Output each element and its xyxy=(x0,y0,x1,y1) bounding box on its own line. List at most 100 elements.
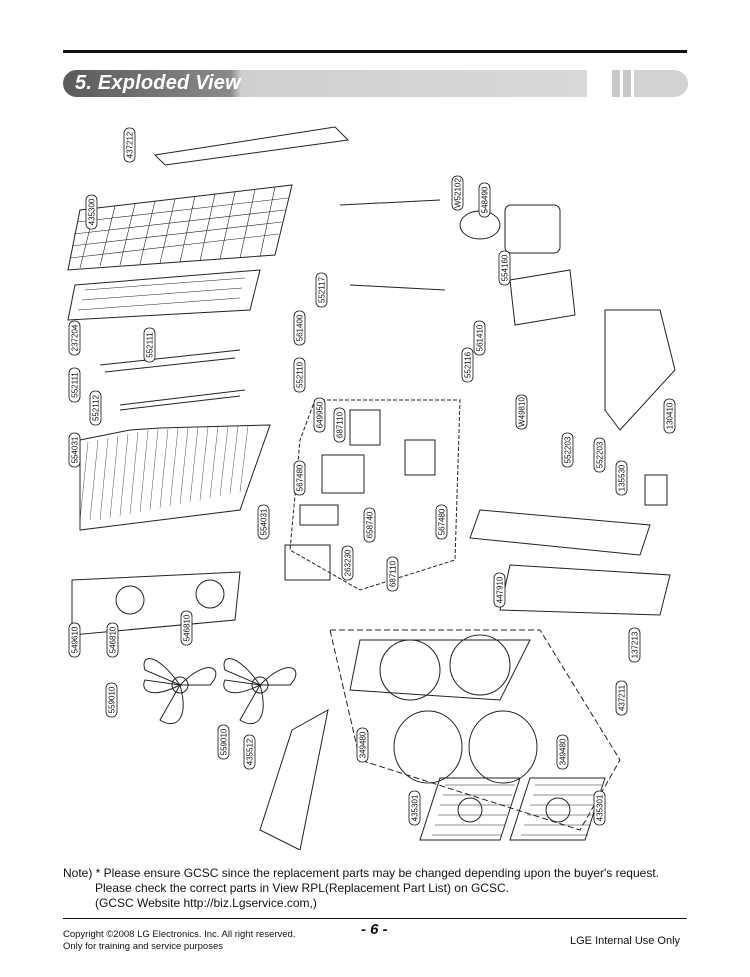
pcb-main xyxy=(349,409,381,446)
part-number: 552116 xyxy=(464,351,473,378)
top-cover xyxy=(153,126,350,166)
heat-exchanger-coil xyxy=(79,424,271,531)
part-number: 437211 xyxy=(618,684,627,711)
part-number: 559010 xyxy=(108,686,117,713)
part-label-263230: 263230 xyxy=(341,545,354,581)
internal-use-text: LGE Internal Use Only xyxy=(570,935,681,947)
part-label-135530: 135530 xyxy=(615,460,628,496)
part-label-649950: 649950 xyxy=(313,397,326,433)
part-number: 554031 xyxy=(260,508,269,535)
part-number: 687110 xyxy=(336,411,345,438)
part-label-687110: 687110 xyxy=(386,556,399,592)
bell-mouth-right xyxy=(468,710,538,784)
part-number: 552112 xyxy=(92,394,101,421)
part-number: 548490 xyxy=(481,186,490,213)
exploded-view-diagram: 437212 435300 237204 552111 552111 552112 5540… xyxy=(67,126,676,850)
part-number: 552117 xyxy=(318,276,327,303)
part-label-435301: 435301 xyxy=(593,790,606,826)
part-number: 552111 xyxy=(71,372,80,398)
part-labels: 437212 435300 237204 552111 552111 552112 5540… xyxy=(68,127,676,826)
part-label-549610: 549610 xyxy=(68,622,81,658)
part-label-561410: 561410 xyxy=(473,320,486,356)
page-number: - 6 - xyxy=(361,921,388,938)
part-label-554031: 554031 xyxy=(68,432,81,468)
front-cabinet xyxy=(499,564,671,616)
part-number: 552203 xyxy=(596,441,605,468)
part-label-559010: 559010 xyxy=(105,682,118,718)
part-number: 135530 xyxy=(618,464,627,491)
part-number: 435300 xyxy=(88,198,97,225)
part-label-552117: 552117 xyxy=(315,272,328,308)
part-label-552203: 552203 xyxy=(593,437,606,473)
part-number: 263230 xyxy=(344,549,353,576)
rear-guard-grille xyxy=(67,184,293,271)
part-number: 561400 xyxy=(296,314,305,341)
bell-mouth-left xyxy=(393,710,463,784)
part-number: 567480 xyxy=(296,464,305,491)
section-title-bar: 5. Exploded View xyxy=(63,70,587,97)
part-label-237204: 237204 xyxy=(68,320,81,356)
part-number: 349480 xyxy=(559,738,568,765)
title-tab-decoration xyxy=(612,70,688,97)
part-number: W49810 xyxy=(518,397,527,427)
side-panel-right xyxy=(604,309,676,431)
note-line-3: (GCSC Website http://biz.Lgservice.com,) xyxy=(95,896,317,910)
part-label-552111: 552111 xyxy=(143,327,156,363)
compressor xyxy=(509,269,576,326)
refrigerant-pipe xyxy=(339,199,446,291)
part-number: 554031 xyxy=(71,436,80,463)
part-label-552111: 552111 xyxy=(68,367,81,403)
part-number: 554160 xyxy=(501,254,510,281)
part-number: 649950 xyxy=(316,401,325,428)
part-number: 552203 xyxy=(564,436,573,463)
part-label-435301: 435301 xyxy=(408,790,421,826)
fan-right xyxy=(223,658,297,725)
part-label-559010: 559010 xyxy=(217,724,230,760)
part-label-554031: 554031 xyxy=(257,504,270,540)
front-panel xyxy=(349,639,531,701)
note-line-1: Note) * Please ensure GCSC since the rep… xyxy=(63,866,659,880)
part-number: 435301 xyxy=(411,794,420,821)
part-number: 130410 xyxy=(666,402,675,429)
part-label-546810: 546810 xyxy=(106,622,119,658)
part-label-552110: 552110 xyxy=(293,357,306,393)
part-label-447910: 447910 xyxy=(493,572,506,608)
base-pan xyxy=(469,509,651,556)
pcb-sub xyxy=(404,439,436,476)
front-panel-outline xyxy=(329,629,621,831)
part-number: 546810 xyxy=(183,614,192,641)
header-rule xyxy=(63,50,687,53)
part-label-437211: 437211 xyxy=(615,680,628,716)
part-label-567480: 567480 xyxy=(293,460,306,496)
part-label-554160: 554160 xyxy=(498,250,511,286)
fan-left xyxy=(143,658,217,725)
capacitor-cover xyxy=(504,204,561,254)
part-label-567480: 567480 xyxy=(435,504,448,540)
part-label-130410: 130410 xyxy=(663,398,676,434)
inverter-board xyxy=(299,504,339,526)
part-label-546810: 546810 xyxy=(180,610,193,646)
part-number: 349480 xyxy=(359,731,368,758)
part-number: 687110 xyxy=(389,560,398,587)
part-number: 549610 xyxy=(71,626,80,653)
part-label-552116: 552116 xyxy=(461,347,474,383)
part-number: 552110 xyxy=(296,361,305,388)
part-number: 447910 xyxy=(496,576,505,603)
part-label-658740: 658740 xyxy=(363,507,376,543)
service-cover xyxy=(644,474,668,506)
part-label-437212: 437212 xyxy=(123,127,136,163)
part-label-349480: 349480 xyxy=(556,734,569,770)
note-line-2: Please check the correct parts in View R… xyxy=(95,881,509,895)
inlet-pipe xyxy=(119,389,246,411)
part-number: 435301 xyxy=(596,794,605,821)
part-number: 567480 xyxy=(438,508,447,535)
section-title: 5. Exploded View xyxy=(75,72,241,94)
part-label-687110: 687110 xyxy=(333,407,346,443)
part-number: 559010 xyxy=(220,728,229,755)
reactor xyxy=(284,544,331,581)
control-box-outline xyxy=(289,399,461,591)
copyright-text: Copyright ©2008 LG Electronics. Inc. All… xyxy=(63,929,296,940)
part-label-435300: 435300 xyxy=(85,194,98,230)
part-number: 546810 xyxy=(109,626,118,653)
part-number: 552111 xyxy=(146,332,155,358)
